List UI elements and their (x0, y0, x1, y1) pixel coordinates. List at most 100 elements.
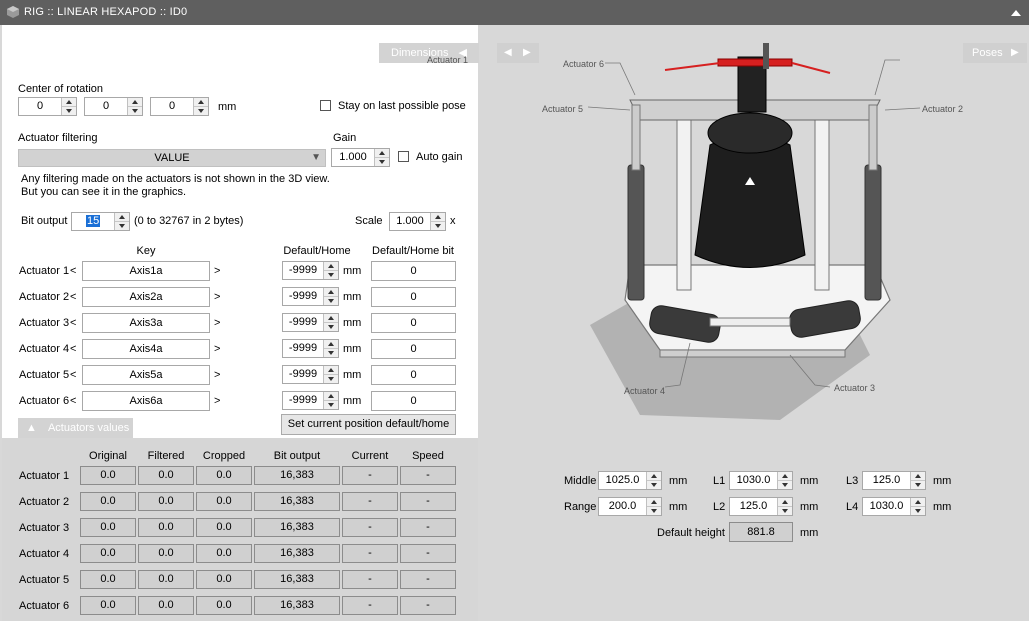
hexapod-3d-view[interactable] (480, 25, 1029, 465)
chevron-left-icon[interactable]: < (70, 291, 77, 303)
chevron-right-icon[interactable]: > (214, 317, 221, 329)
arrow-up-icon[interactable] (647, 472, 661, 481)
arrow-right-icon[interactable]: ▶ (523, 47, 531, 58)
actuator-4-body (649, 305, 721, 343)
arrow-down-icon[interactable] (431, 222, 445, 230)
arrow-down-icon[interactable] (324, 401, 338, 409)
arrow-down-icon[interactable] (778, 507, 792, 515)
default-home-stepper[interactable]: -9999 (282, 339, 339, 358)
default-home-stepper[interactable]: -9999 (282, 391, 339, 410)
set-default-home-button[interactable]: Set current position default/home (281, 414, 456, 435)
arrow-down-icon[interactable] (128, 107, 142, 115)
arrow-down-icon[interactable] (911, 507, 925, 515)
chevron-left-icon[interactable]: < (70, 369, 77, 381)
arrow-down-icon[interactable] (324, 297, 338, 305)
l3-stepper[interactable]: 125.0 (862, 471, 926, 490)
actuator-row-label: Actuator 4 (19, 548, 70, 560)
arrow-up-icon[interactable] (431, 213, 445, 222)
default-home-bit-field[interactable]: 0 (371, 261, 456, 281)
range-stepper[interactable]: 200.0 (598, 497, 662, 516)
arrow-left-icon[interactable]: ◀ (504, 47, 512, 58)
chevron-left-icon[interactable]: < (70, 395, 77, 407)
chevron-right-icon[interactable]: > (214, 265, 221, 277)
key-field[interactable]: Axis2a (82, 287, 210, 307)
chevron-right-icon[interactable]: > (214, 343, 221, 355)
arrow-down-icon[interactable] (778, 481, 792, 489)
chevron-right-icon[interactable]: > (214, 369, 221, 381)
collapse-window-icon[interactable] (1011, 9, 1021, 17)
middle-unit: mm (669, 475, 688, 487)
default-home-bit-field[interactable]: 0 (371, 365, 456, 385)
arrow-down-icon[interactable] (324, 271, 338, 279)
speed-value: - (400, 570, 456, 589)
center-z-stepper[interactable]: 0 (150, 97, 209, 116)
filtering-select[interactable]: VALUE ▼ (18, 149, 326, 167)
arrow-up-icon[interactable] (128, 98, 142, 107)
chevron-left-icon[interactable]: < (70, 317, 77, 329)
middle-stepper[interactable]: 1025.0 (598, 471, 662, 490)
key-field[interactable]: Axis3a (82, 313, 210, 333)
arrow-down-icon[interactable] (324, 349, 338, 357)
gain-label: Gain (333, 132, 357, 144)
stay-on-last-pose-checkbox[interactable] (320, 100, 331, 111)
l4-stepper[interactable]: 1030.0 (862, 497, 926, 516)
chevron-left-icon[interactable]: < (70, 343, 77, 355)
arrow-up-icon[interactable] (324, 288, 338, 297)
arrow-down-icon[interactable] (375, 158, 389, 166)
arrow-down-icon[interactable] (194, 107, 208, 115)
default-home-stepper[interactable]: -9999 (282, 287, 339, 306)
arrow-up-icon[interactable] (62, 98, 76, 107)
default-home-bit-field[interactable]: 0 (371, 287, 456, 307)
actuators-values-toggle-button[interactable]: ▲ Actuators values (18, 418, 133, 438)
arrow-up-icon[interactable] (911, 472, 925, 481)
arrow-up-icon[interactable] (375, 149, 389, 158)
l2-stepper[interactable]: 125.0 (729, 497, 793, 516)
center-y-stepper[interactable]: 0 (84, 97, 143, 116)
center-x-stepper[interactable]: 0 (18, 97, 77, 116)
key-field[interactable]: Axis6a (82, 391, 210, 411)
scale-stepper[interactable]: 1.000 (389, 212, 446, 231)
chevron-left-icon[interactable]: < (70, 265, 77, 277)
arrow-up-icon[interactable] (324, 392, 338, 401)
bit-output-stepper[interactable]: 15 (71, 212, 130, 231)
default-home-bit-field[interactable]: 0 (371, 313, 456, 333)
arrow-down-icon[interactable] (647, 507, 661, 515)
arrow-down-icon[interactable] (324, 375, 338, 383)
default-home-bit-field[interactable]: 0 (371, 391, 456, 411)
scale-label: Scale (355, 215, 383, 227)
arrow-up-icon[interactable] (324, 262, 338, 271)
default-home-bit-field[interactable]: 0 (371, 339, 456, 359)
arrow-up-icon[interactable] (911, 498, 925, 507)
callout-line-6 (605, 62, 636, 96)
l3-unit: mm (933, 475, 952, 487)
arrow-down-icon[interactable] (911, 481, 925, 489)
arrow-down-icon[interactable] (324, 323, 338, 331)
arrow-up-icon[interactable] (647, 498, 661, 507)
chevron-right-icon[interactable]: > (214, 291, 221, 303)
arrow-up-icon[interactable] (115, 213, 129, 222)
default-home-stepper[interactable]: -9999 (282, 261, 339, 280)
key-field[interactable]: Axis1a (82, 261, 210, 281)
arrow-down-icon[interactable] (115, 222, 129, 230)
dimensions-toggle-button[interactable]: Dimensions ◀ (379, 43, 479, 63)
arrow-up-icon[interactable] (324, 340, 338, 349)
arrow-up-icon[interactable] (778, 472, 792, 481)
arrow-down-icon[interactable] (647, 481, 661, 489)
key-field[interactable]: Axis4a (82, 339, 210, 359)
auto-gain-checkbox[interactable] (398, 151, 409, 162)
arrow-up-icon[interactable] (778, 498, 792, 507)
l1-stepper[interactable]: 1030.0 (729, 471, 793, 490)
default-home-stepper[interactable]: -9999 (282, 313, 339, 332)
arrow-up-icon[interactable] (324, 314, 338, 323)
default-home-stepper[interactable]: -9999 (282, 365, 339, 384)
arrow-down-icon[interactable] (62, 107, 76, 115)
key-field[interactable]: Axis5a (82, 365, 210, 385)
poses-toggle-button[interactable]: Poses ▶ (963, 43, 1027, 63)
actuator-row-label: Actuator 1 (19, 470, 70, 482)
chevron-right-icon[interactable]: > (214, 395, 221, 407)
arrow-up-icon[interactable] (324, 366, 338, 375)
gain-stepper[interactable]: 1.000 (331, 148, 390, 167)
range-label: Range (564, 501, 597, 513)
dropdown-arrow-icon: ▼ (311, 152, 321, 163)
arrow-up-icon[interactable] (194, 98, 208, 107)
